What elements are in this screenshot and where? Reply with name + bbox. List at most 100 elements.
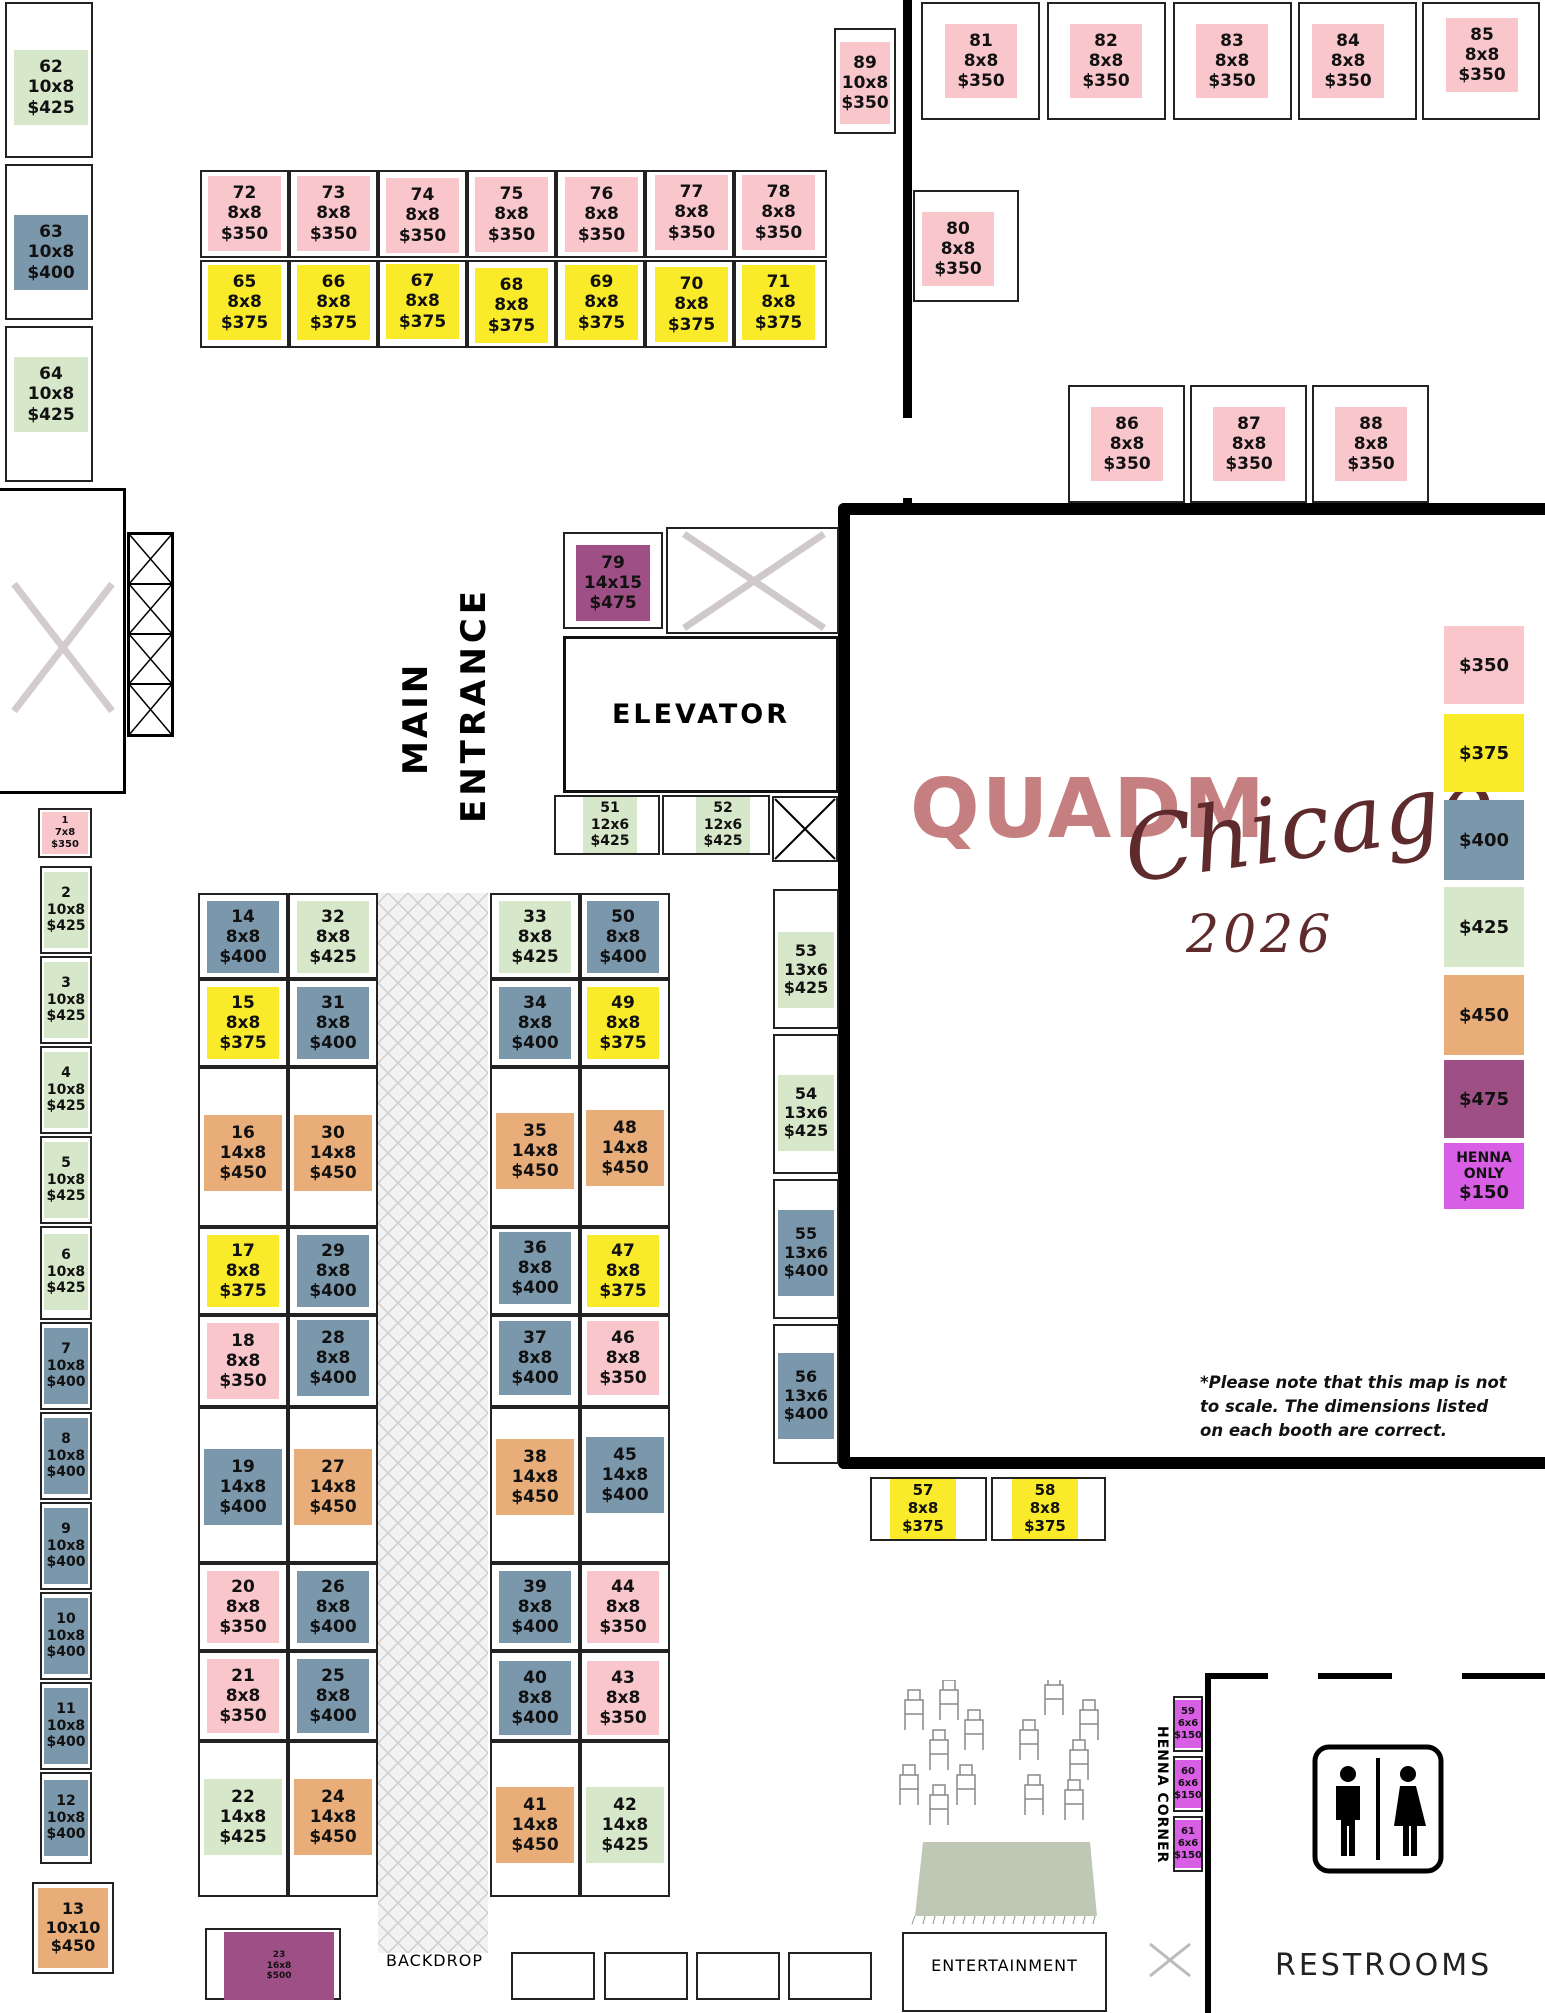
- booth-price: $350: [219, 1617, 267, 1638]
- booth-num: 54: [794, 1083, 818, 1103]
- booth-size: 8x8: [761, 292, 796, 313]
- booth-size: 8x8: [584, 204, 619, 225]
- booth-price: $350: [219, 1706, 267, 1727]
- henna-corner-label: HENNA CORNER: [1154, 1726, 1170, 1864]
- booth-num: 10: [56, 1611, 76, 1628]
- booth-price: $425: [601, 1835, 649, 1856]
- legend-text: $150: [1458, 1181, 1510, 1203]
- booth-size: 10x8: [46, 1447, 86, 1464]
- booth-size: 8x8: [761, 202, 796, 223]
- booth-size: 10x8: [841, 72, 889, 93]
- booth-price: $425: [27, 404, 75, 425]
- booth-num: 49: [611, 992, 635, 1013]
- booth-size: 8x8: [405, 291, 440, 312]
- empty-booth: [511, 1952, 595, 2000]
- booth-size: 14x8: [601, 1814, 649, 1835]
- empty-booth: [788, 1952, 872, 2000]
- booth-size: 8x8: [225, 1350, 261, 1371]
- booth-price: $425: [511, 947, 559, 968]
- booth-price: $350: [599, 1368, 647, 1389]
- booth-size: 10x8: [46, 1263, 86, 1280]
- booth-price: $425: [27, 97, 75, 118]
- booth-price: $350: [667, 222, 716, 243]
- booth-num: 84: [1336, 30, 1360, 51]
- booth-size: 8x8: [315, 1012, 351, 1033]
- booth-size: 8x8: [1353, 433, 1389, 454]
- booth-size: 12x6: [703, 816, 743, 833]
- booth-price: $350: [1208, 71, 1256, 92]
- booth-num: 40: [523, 1667, 547, 1688]
- booth-price: $400: [46, 1826, 86, 1843]
- booth-price: $400: [309, 1706, 357, 1727]
- booth-price: $400: [46, 1644, 86, 1661]
- booth-size: 8x8: [940, 238, 976, 259]
- main-entrance-label-main: MAIN: [396, 661, 436, 775]
- booth-size: 8x8: [517, 1687, 553, 1708]
- blocked-area-x-mark-icon: [682, 531, 826, 631]
- booth-price: $375: [219, 1033, 267, 1054]
- booth-num: 65: [232, 272, 257, 293]
- booth-size: 10x8: [46, 1081, 86, 1098]
- booth-num: 55: [794, 1223, 818, 1243]
- booth-num: 88: [1359, 413, 1383, 434]
- booth-num: 75: [499, 184, 524, 205]
- booth-size: 8x8: [316, 203, 351, 224]
- booth-num: 6: [61, 1247, 71, 1264]
- booth-price: $375: [599, 1033, 647, 1054]
- booth-num: 80: [946, 218, 970, 239]
- booth-size: 8x8: [605, 1596, 641, 1617]
- booth-86[interactable]: [1068, 385, 1185, 503]
- booth-num: 74: [410, 185, 435, 206]
- booth-price: $350: [599, 1708, 647, 1729]
- booth-price: $400: [511, 1617, 559, 1638]
- booth-num: 30: [321, 1122, 345, 1143]
- booth-price: $375: [902, 1516, 944, 1535]
- booth-num: 32: [321, 906, 345, 927]
- booth-size: 10x8: [46, 1809, 86, 1826]
- booth-size: 13x6: [784, 1242, 828, 1262]
- main-hall-outline: [838, 503, 1545, 1469]
- booth-price: $400: [46, 1374, 86, 1391]
- booth-size: 14x8: [309, 1806, 357, 1827]
- elevator-label: ELEVATOR: [611, 699, 791, 730]
- booth-price: $350: [51, 838, 79, 850]
- legend-text: $350: [1458, 654, 1510, 676]
- booth-num: 26: [321, 1576, 345, 1597]
- booth-num: 83: [1220, 30, 1244, 51]
- booth-num: 31: [321, 992, 345, 1013]
- booth-num: 53: [794, 940, 818, 960]
- booth-price: $400: [599, 947, 647, 968]
- booth-num: 12: [56, 1793, 76, 1810]
- booth-83[interactable]: [1173, 2, 1292, 120]
- booth-price: $450: [511, 1835, 559, 1856]
- booth-num: 44: [611, 1576, 635, 1597]
- booth-price: $400: [601, 1485, 649, 1506]
- booth-num: 87: [1237, 413, 1261, 434]
- booth-size: 8x8: [315, 1347, 351, 1368]
- booth-size: 8x8: [316, 292, 351, 313]
- booth-size: 14x8: [309, 1142, 357, 1163]
- booth-size: 8x8: [227, 203, 262, 224]
- booth-num: 61: [1181, 1826, 1195, 1838]
- booth-size: 8x8: [494, 295, 529, 316]
